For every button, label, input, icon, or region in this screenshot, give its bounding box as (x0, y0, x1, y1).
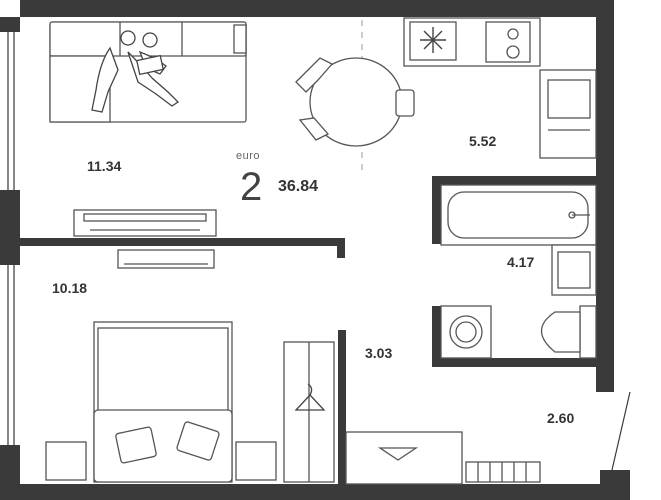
wall-bath-bottom (432, 358, 602, 367)
wall-partition-horizontal (20, 238, 345, 246)
wall-top (20, 0, 600, 17)
hall-wardrobe (345, 431, 463, 485)
walls (0, 0, 630, 500)
nightstands (45, 441, 277, 481)
tv-stand-living (73, 209, 217, 237)
radiator (465, 461, 541, 483)
wall-left-bottom (0, 445, 20, 500)
wall-left-mid (0, 190, 20, 265)
toilet (540, 305, 597, 359)
area-living: 11.34 (87, 158, 122, 174)
tv-stand-bedroom (117, 249, 215, 269)
wall-bath-top (432, 176, 602, 185)
wardrobe-bedroom (283, 341, 335, 483)
hanger-icon (294, 383, 326, 411)
area-bathroom: 4.17 (507, 254, 535, 270)
dining-table (295, 57, 415, 147)
bathtub (440, 184, 597, 246)
washing-machine (440, 305, 492, 359)
wall-bath-left (432, 176, 441, 244)
windows (7, 32, 631, 471)
wall-bath-left-lower (432, 306, 441, 366)
snowflake-icon (420, 27, 446, 53)
rooms-count: 2 (240, 165, 263, 209)
bathroom-sink (551, 244, 597, 296)
bed (93, 321, 233, 483)
wall-left-top (0, 17, 20, 32)
wall-bedroom-right (338, 330, 346, 484)
kitchen-counter (403, 17, 597, 159)
unit-type-label: euro (236, 150, 261, 162)
wall-right-upper (596, 0, 614, 392)
area-hall: 3.03 (365, 345, 393, 361)
area-bedroom: 10.18 (52, 280, 88, 296)
wall-partition-stub (337, 238, 345, 258)
people-illustration (91, 30, 180, 113)
area-entrance: 2.60 (547, 410, 575, 426)
total-area: 36.84 (278, 178, 319, 195)
wall-right-lower (600, 470, 630, 500)
area-kitchen: 5.52 (469, 133, 497, 149)
wall-bottom (20, 484, 630, 500)
